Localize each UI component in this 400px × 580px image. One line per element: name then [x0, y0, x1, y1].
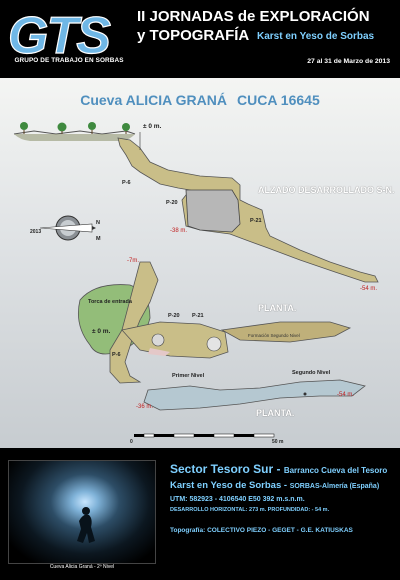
surface-terrain — [13, 122, 136, 141]
lower-level-plan — [143, 379, 366, 411]
survey-credits: Topografía: COLECTIVO PIEZO - GEGET - G.… — [170, 527, 353, 534]
event-title-line2: y TOPOGRAFÍA — [137, 27, 250, 44]
development-depth: DESARROLLO HORIZONTAL: 273 m. PROFUNDIDA… — [170, 507, 330, 513]
zero-level-label-elevation: ± 0 m. — [143, 123, 162, 130]
pitch-label-p6-elevation: P-6 — [122, 180, 131, 186]
logo-caption: GRUPO DE TRABAJO EN SORBAS — [14, 57, 124, 64]
pitch-label-p20-plan: P-20 — [168, 313, 180, 319]
compass-magnetic-label: M — [96, 236, 101, 242]
primer-nivel-label: Primer Nivel — [172, 373, 205, 379]
plan-view — [77, 261, 352, 384]
compass-year: 2013 — [30, 229, 42, 235]
scale-end-label: 50 m — [272, 439, 284, 445]
depth-label-36: -36 m. — [136, 404, 154, 410]
event-title-line1: II JORNADAS de EXPLORACIÓN — [137, 8, 370, 25]
survey-drawing — [13, 122, 379, 438]
depth-label-38: -38 m. — [170, 228, 188, 234]
gts-logo: GTS — [7, 6, 113, 65]
utm-coordinates: UTM: 582923 - 4106540 E50 392 m.s.n.m. — [170, 496, 305, 503]
event-subtitle: Karst en Yeso de Sorbas — [257, 31, 375, 42]
cave-title: Cueva ALICIA GRANÁ CUCA 16645 — [0, 92, 400, 108]
formacion-label: Formación Segundo Nivel — [248, 333, 300, 338]
scale-start-label: 0 — [130, 439, 133, 445]
cave-photo — [8, 460, 156, 564]
cave-code: CUCA 16645 — [237, 92, 320, 108]
sector-title: Sector Tesoro Sur - Barranco Cueva del T… — [170, 462, 387, 476]
event-dates: 27 al 31 de Marzo de 2013 — [307, 58, 390, 65]
sector-name: Sector Tesoro Sur - — [170, 462, 281, 476]
pitch-label-p6-plan: P-6 — [112, 352, 121, 358]
pitch-label-p21-plan: P-21 — [192, 313, 204, 319]
photo-caption: Cueva Alicia Graná - 2º Nivel — [49, 564, 115, 570]
depth-label-54-plan: -54 m. — [337, 392, 355, 398]
location-name: SORBAS-Almería (España) — [289, 483, 380, 490]
depth-label-7: -7m. — [127, 258, 139, 264]
depth-label-54-elevation: -54 m. — [360, 286, 378, 292]
plan-label-lower: PLANTA. — [256, 408, 295, 418]
compass-north-label: N — [96, 220, 100, 226]
plan-label-upper: PLANTA. — [258, 303, 297, 313]
pitch-label-p20-elevation: P-20 — [166, 200, 178, 206]
elevation-profile — [117, 132, 379, 283]
scale-bar — [134, 433, 275, 438]
karst-line: Karst en Yeso de Sorbas - SORBAS-Almería… — [170, 480, 379, 491]
pitch-label-p21-elevation: P-21 — [250, 218, 262, 224]
karst-name: Karst en Yeso de Sorbas - — [170, 480, 288, 491]
caver-silhouette — [77, 507, 95, 543]
torca-label: Torca de entrada — [88, 299, 132, 305]
logo-text: GTS — [8, 7, 111, 65]
barranco-name: Barranco Cueva del Tesoro — [283, 466, 388, 475]
north-arrow — [39, 215, 96, 241]
segundo-nivel-label: Segundo Nivel — [292, 370, 331, 376]
zero-level-label-plan: ± 0 m. — [92, 328, 111, 335]
cave-name: Cueva ALICIA GRANÁ — [80, 92, 227, 108]
header-banner: GTS GRUPO DE TRABAJO EN SORBAS II JORNAD… — [0, 0, 400, 78]
elevation-label: ALZADO DESARROLLADO S-N. — [258, 185, 395, 195]
